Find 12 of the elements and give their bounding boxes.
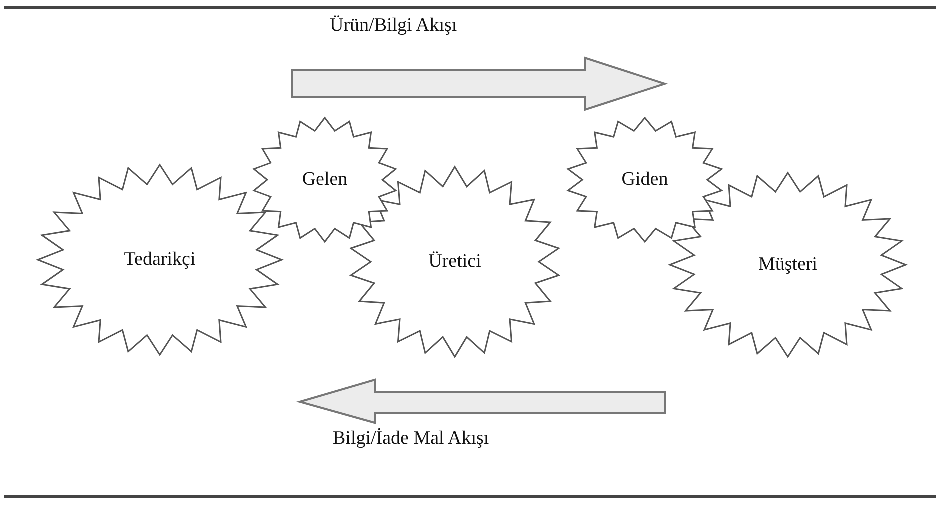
node-label: Giden <box>622 169 668 191</box>
starburst-node <box>38 165 282 355</box>
flow-label: Bilgi/İade Mal Akışı <box>333 428 490 450</box>
node-label: Tedarikçi <box>124 249 196 271</box>
starburst-node <box>670 173 906 357</box>
node-label: Müşteri <box>758 254 818 276</box>
starburst-node <box>253 118 397 242</box>
node-label: Üretici <box>428 251 482 273</box>
starburst-node <box>350 167 560 357</box>
flow-label: Ürün/Bilgi Akışı <box>330 15 458 37</box>
node-label: Gelen <box>302 169 348 191</box>
starburst-node <box>567 118 723 242</box>
